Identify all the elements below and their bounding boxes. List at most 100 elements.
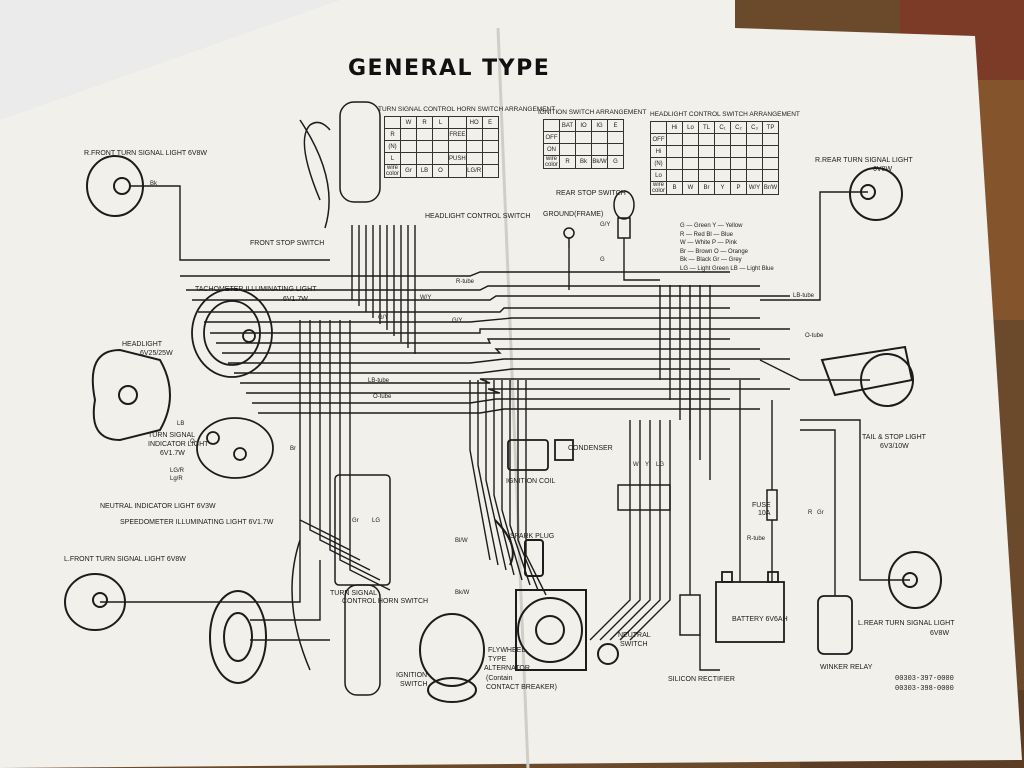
table-header-cell: [384, 116, 401, 129]
legend-row: W — White P — Pink: [680, 240, 737, 247]
table-cell: [666, 133, 683, 146]
tachometer-label: TACHOMETER ILLUMINATING LIGHT: [195, 286, 317, 293]
wire: [699, 635, 720, 671]
horn: [209, 590, 267, 684]
wire: [800, 419, 910, 581]
table-cell: L: [384, 152, 401, 165]
ignition-switch: [419, 613, 485, 703]
table-cell: OFF: [543, 131, 560, 144]
table-cell: [682, 133, 699, 146]
table-header-cell: E: [481, 116, 499, 129]
table-header-cell: BAT: [559, 119, 576, 132]
wire: [240, 378, 760, 384]
table-cell: [591, 143, 608, 156]
table-cell: G: [607, 155, 624, 169]
legend-row: LG — Light Green LB — Light Blue: [680, 265, 774, 272]
lb-tube-right-label: LB-tube: [793, 293, 815, 299]
turn-indicator-label-2: INDICATOR LIGHT: [148, 441, 209, 448]
table-cell: [714, 157, 731, 170]
wire: [623, 238, 660, 281]
wire-label: Gr: [817, 510, 824, 516]
table-header-cell: IG: [591, 119, 608, 132]
table-cell: [714, 133, 731, 146]
wire: [319, 320, 361, 561]
tail-stop-rating: 6V3/10W: [880, 443, 909, 450]
table-cell: [400, 140, 417, 153]
wire: [252, 398, 730, 404]
table-cell: FREE: [448, 128, 467, 141]
winker-relay-label: WINKER RELAY: [820, 664, 873, 671]
neutral-switch: [597, 643, 619, 665]
table-header-cell: Lo: [682, 121, 699, 134]
legend-row: Bk — Black Gr — Grey: [680, 257, 742, 264]
table-cell: R: [559, 155, 576, 169]
table-cell: [746, 169, 763, 182]
l-rear-turn-label: L.REAR TURN SIGNAL LIGHT: [858, 620, 955, 627]
wire-label: R: [808, 510, 813, 516]
wire: [309, 320, 351, 551]
right-handlebar-switch: [299, 101, 381, 229]
wire: [329, 320, 371, 571]
wire: [130, 185, 330, 261]
page-title: GENERAL TYPE: [348, 56, 551, 81]
table-cell: O: [432, 164, 449, 178]
table-cell: [607, 131, 624, 144]
wire-label: LB: [177, 421, 185, 427]
table-cell: [448, 164, 467, 178]
turn-horn-switch-label-2: CONTROL HORN SWITCH: [342, 598, 429, 605]
r-rear-turn-label: R.REAR TURN SIGNAL LIGHT: [815, 157, 913, 164]
table-cell: [400, 152, 417, 165]
table-cell: [730, 145, 747, 158]
wire: [100, 520, 301, 603]
wire: [501, 380, 523, 581]
r-tube-bottom-label: R-tube: [747, 536, 766, 542]
table-header-cell: L: [432, 116, 449, 129]
table-cell: Br: [698, 181, 715, 195]
table-cell: [698, 133, 715, 146]
table-cell: Br/W: [762, 181, 779, 195]
neutral-indicator-label: NEUTRAL INDICATOR LIGHT 6V3W: [100, 503, 216, 510]
table-cell: [666, 157, 683, 170]
flywheel-alternator: [515, 589, 587, 671]
wire-label: O: [190, 439, 195, 445]
table-cell: B: [666, 181, 683, 195]
wire: [216, 338, 730, 344]
turn-indicator-rating: 6V1.7W: [160, 450, 185, 457]
wire-label: G/Y: [378, 315, 389, 321]
table-cell: Hi: [650, 145, 667, 158]
wire: [477, 380, 499, 566]
table-cell: [448, 140, 467, 153]
table-cell: [559, 143, 576, 156]
speedometer-light-label: SPEEDOMETER ILLUMINATING LIGHT 6V1.7W: [120, 519, 274, 526]
table-header-cell: C₁: [714, 121, 731, 134]
table-cell: [762, 157, 779, 170]
table-cell: [698, 157, 715, 170]
table-cell: [714, 145, 731, 158]
r-rear-turn-rating: 6V8W: [873, 166, 893, 173]
l-front-turn-label: L.FRONT TURN SIGNAL LIGHT 6V8W: [64, 556, 186, 563]
table-cell: [481, 140, 499, 153]
headlight-rating: 6V25/25W: [140, 350, 173, 357]
wire: [493, 380, 515, 576]
r-front-turn-label: R.FRONT TURN SIGNAL LIGHT 6V8W: [84, 150, 208, 157]
table-cell: [762, 169, 779, 182]
table-cell: [575, 143, 592, 156]
table-header-cell: Hi: [666, 121, 683, 134]
table-cell: [575, 131, 592, 144]
table-cell: [481, 164, 499, 178]
flywheel-label-4: (Contain: [486, 675, 513, 682]
wire: [186, 285, 760, 291]
table-row: ON: [543, 143, 624, 156]
table-cell: Y: [714, 181, 731, 195]
l-rear-turn-rating: 6V8W: [930, 630, 950, 637]
wire-label: LG: [372, 518, 381, 524]
flywheel-label-3: ALTERNATOR: [484, 665, 530, 672]
table-cell: R: [384, 128, 401, 141]
wire-label: Gr: [352, 518, 359, 524]
table-cell: [746, 133, 763, 146]
table-cell: [432, 152, 449, 165]
wire-label: G/Y: [600, 222, 611, 228]
wire: [619, 420, 661, 641]
